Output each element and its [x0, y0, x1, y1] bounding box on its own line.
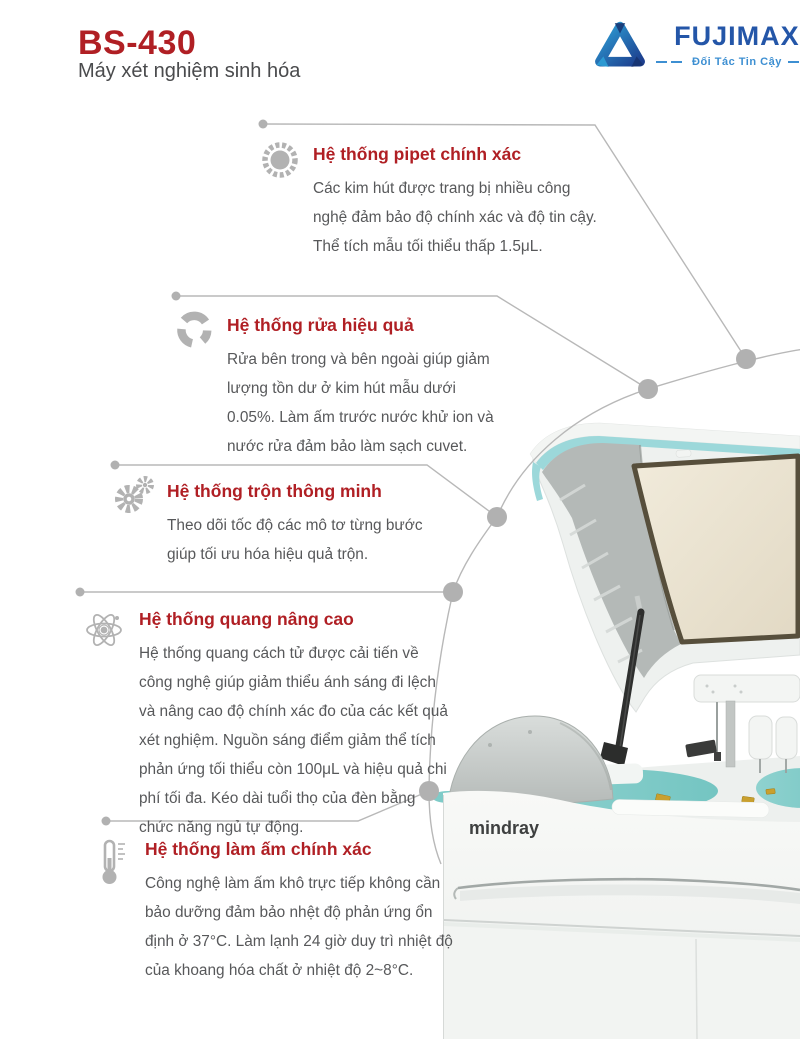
front-groove: [457, 877, 800, 892]
page-title: BS-430: [78, 24, 197, 62]
analyzer-lid: [529, 422, 800, 713]
feature-title: Hệ thống trộn thông minh: [167, 481, 382, 501]
door-seam: [695, 938, 698, 1039]
lid-window: [631, 453, 800, 645]
lid-strut: [600, 595, 645, 766]
cabinet-doors: [443, 921, 800, 1039]
feature-description: Rửa bên trong và bên ngoài giúp giảm lượ…: [227, 351, 494, 455]
fujimax-logo: FUJIMAX Đối Tác Tin Cậy: [592, 16, 800, 74]
atom-icon: [84, 608, 128, 654]
feature-description: Các kim hút được trang bị nhiều công ngh…: [313, 180, 597, 255]
sun-pipette-icon: [258, 137, 302, 183]
brand-tagline: Đối Tác Tin Cậy: [692, 55, 782, 68]
tagline-dash-right: [787, 60, 800, 63]
analyzer-fin-cover: [447, 715, 614, 807]
brand-name: FUJIMAX: [674, 20, 800, 51]
feature-title: Hệ thống rửa hiệu quả: [227, 315, 414, 335]
feature-title: Hệ thống làm ấm chính xác: [145, 839, 372, 859]
fujimax-triangle-icon: [595, 21, 645, 67]
wash-cycle-icon: [172, 307, 216, 353]
feature-description: Hệ thống quang cách tử được cải tiến về …: [139, 645, 448, 836]
feature-description: Công nghệ làm ấm khô trực tiếp không cần…: [145, 875, 453, 979]
feature-warming-system: Hệ thống làm ấm chính xác Công nghệ làm …: [90, 838, 455, 985]
feature-pipetting-system: Hệ thống pipet chính xác Các kim hút đượ…: [258, 142, 608, 261]
mindray-wordmark: mindray: [469, 818, 540, 838]
gears-icon: [112, 474, 156, 520]
feature-description: Theo dõi tốc độ các mô tơ từng bước giúp…: [167, 517, 423, 563]
thermometer-icon: [90, 838, 134, 884]
tagline-dash-left: [656, 60, 686, 63]
feature-mixing-system: Hệ thống trộn thông minh Theo dõi tốc độ…: [112, 476, 429, 569]
feature-optical-system: Hệ thống quang nâng cao Hệ thống quang c…: [84, 608, 453, 842]
probe-arms: [685, 674, 800, 773]
feature-washing-system: Hệ thống rửa hiệu quả Rửa bên trong và b…: [172, 311, 499, 461]
feature-title: Hệ thống pipet chính xác: [313, 144, 522, 164]
reaction-carousel: [510, 769, 718, 813]
reagent-caps: [655, 788, 776, 804]
feature-title: Hệ thống quang nâng cao: [139, 609, 354, 629]
page-subtitle: Máy xét nghiệm sinh hóa: [78, 60, 301, 82]
